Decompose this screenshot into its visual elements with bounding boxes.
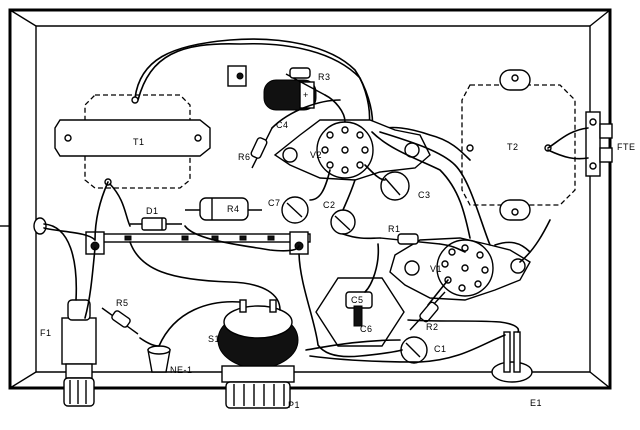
label-r2: R2 — [426, 322, 439, 332]
capacitor-c4: + C4 — [227, 65, 317, 130]
chassis-box — [0, 8, 612, 390]
label-p1: P1 — [288, 400, 300, 410]
capacitor-c7: C7 — [268, 196, 309, 224]
resistor-r6: R6 — [238, 127, 273, 169]
resistor-r1: R1 — [379, 224, 441, 245]
tube-socket-v1: V1 — [389, 237, 531, 301]
label-r3: R3 — [318, 72, 331, 82]
capacitor-c2: C2 — [323, 200, 356, 235]
label-r1: R1 — [388, 224, 401, 234]
switch-s1-pot-p1: S1 P1 — [208, 299, 300, 410]
wiring — [84, 94, 551, 363]
label-c4: C4 — [276, 120, 289, 130]
label-c3: C3 — [418, 190, 431, 200]
label-t1: T1 — [133, 137, 145, 147]
terminal-e1: E1 — [491, 331, 542, 408]
label-s1: S1 — [208, 334, 220, 344]
label-c2: C2 — [323, 200, 336, 210]
label-c7: C7 — [268, 198, 281, 208]
label-r4: R4 — [227, 204, 240, 214]
c4-polarity: + — [303, 90, 309, 100]
label-f1: F1 — [40, 328, 52, 338]
label-r6: R6 — [238, 152, 251, 162]
tube-socket-v2: V2 — [273, 119, 431, 181]
resistor-r5: R5 — [101, 298, 139, 335]
resistor-r4: R4 — [185, 197, 262, 221]
label-v2: V2 — [310, 150, 322, 160]
neon-lamp-ne1: NE-1 — [147, 345, 193, 375]
label-v1: V1 — [430, 264, 442, 274]
capacitor-c3: C3 — [380, 171, 431, 201]
label-c6: C6 — [360, 324, 373, 334]
diode-d1: D1 — [130, 206, 182, 231]
label-t2: T2 — [507, 142, 519, 152]
label-ne1: NE-1 — [170, 365, 193, 375]
label-c5: C5 — [351, 295, 364, 305]
hex-mount-c5-c6: C5 C6 — [315, 277, 405, 347]
power-cord-grommet — [33, 217, 96, 301]
resistor-r3: R3 — [285, 67, 331, 96]
transformer-t1: T1 — [54, 94, 211, 189]
label-r5: R5 — [116, 298, 129, 308]
label-e1: E1 — [530, 398, 542, 408]
resistor-r2: R2 — [409, 291, 446, 332]
label-d1: D1 — [146, 206, 159, 216]
label-c1: C1 — [434, 344, 447, 354]
label-fte: FTE — [617, 142, 636, 152]
fuse-holder-f1: F1 — [40, 299, 97, 407]
fte-connector: FTE — [547, 111, 636, 177]
transformer-t2: T2 — [461, 69, 576, 221]
